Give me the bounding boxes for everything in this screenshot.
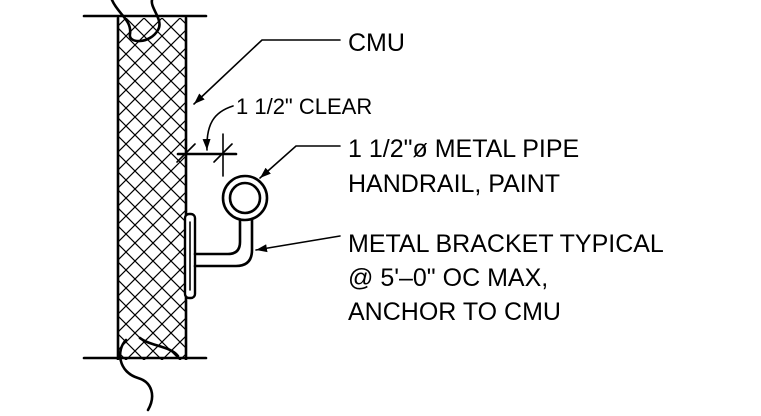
cmu-wall <box>116 16 188 362</box>
top-break-line <box>82 0 208 43</box>
pipe-label-line1: 1 1/2"ø METAL PIPE <box>348 135 579 163</box>
bracket-label-line1: METAL BRACKET TYPICAL <box>348 230 664 258</box>
anchor-plate <box>183 212 197 300</box>
clear-leader <box>202 105 234 151</box>
pipe-leader <box>259 145 341 179</box>
cmu-leader <box>193 39 341 105</box>
metal-bracket <box>193 216 254 268</box>
cmu-label: CMU <box>348 29 405 57</box>
bottom-break-line <box>82 336 208 416</box>
clear-label: 1 1/2" CLEAR <box>236 94 372 119</box>
leader-lines <box>193 39 341 253</box>
bracket-label-line2: @ 5'–0" OC MAX, <box>348 264 548 292</box>
bracket-leader <box>255 235 341 253</box>
clear-dimension <box>176 133 238 177</box>
pipe-label-line2: HANDRAIL, PAINT <box>348 170 560 198</box>
pipe-handrail <box>221 174 269 222</box>
bracket-label-line3: ANCHOR TO CMU <box>348 298 561 326</box>
